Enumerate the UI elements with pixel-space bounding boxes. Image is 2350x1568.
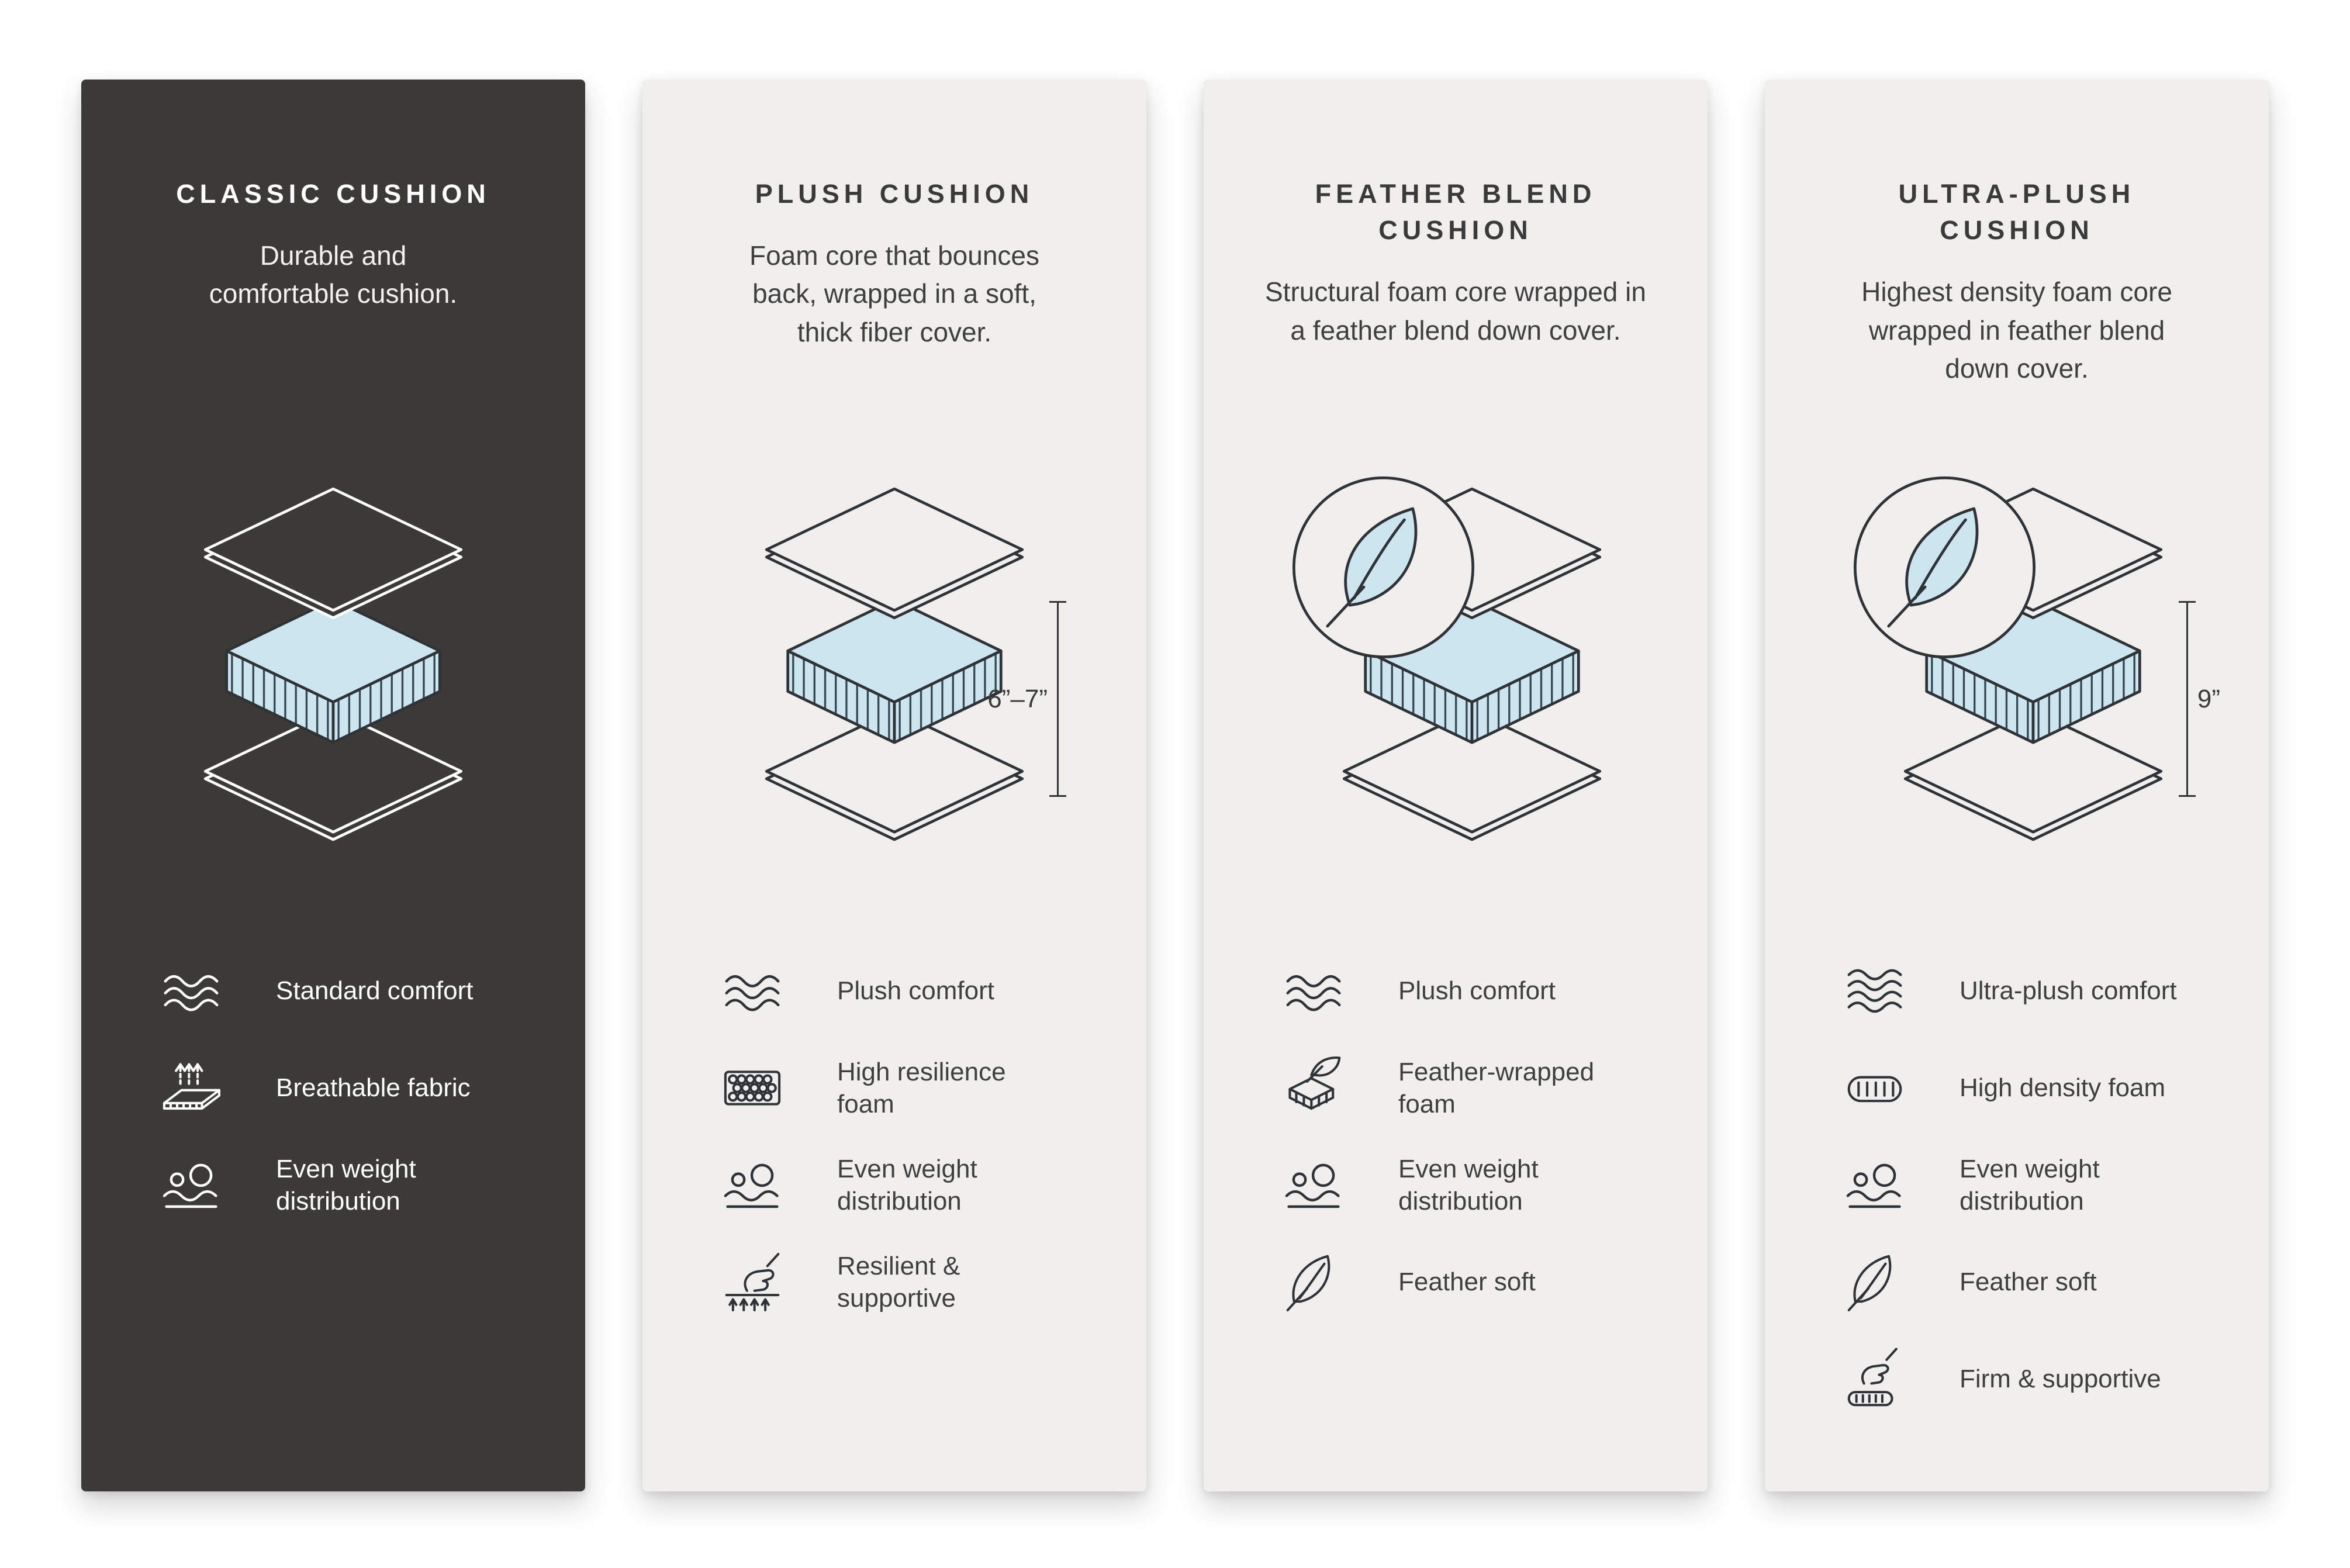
- feature-label: Firm & supportive: [1960, 1365, 2161, 1394]
- feature-item: Ultra-plush comfort: [1831, 956, 2237, 1025]
- panel-feather-blend-cushion: FEATHER BLEND CUSHION Structural foam co…: [1204, 80, 1708, 1491]
- panel-description: Foam core that bounces back, wrapped in …: [749, 240, 1040, 347]
- feather-badge-icon: [1285, 469, 1481, 665]
- breathable-fabric-icon: [147, 1054, 235, 1123]
- feature-item: Feather soft: [1831, 1248, 2237, 1317]
- measurement-label: 9”: [2197, 684, 2220, 713]
- feature-label: Plush comfort: [1398, 976, 1556, 1006]
- cushion-diagram: [113, 478, 553, 956]
- feature-label: High density foam: [1960, 1073, 2166, 1103]
- comparison-board: CLASSIC CUSHION Durable and comfortable …: [81, 80, 2269, 1491]
- weight-distribution-icon: [709, 1151, 796, 1220]
- feather-wrapped-foam-icon: [1270, 1054, 1357, 1123]
- height-measurement: 6”–7”: [987, 601, 1066, 797]
- comfort-wave-icon: [147, 956, 235, 1025]
- feature-item: Even weight distribution: [1270, 1151, 1675, 1220]
- feature-list: Standard comfort Breathable fabric Even …: [113, 956, 553, 1220]
- feature-label: Even weight distribution: [1960, 1154, 2100, 1215]
- firm-support-icon: [1831, 1345, 1919, 1414]
- feature-item: High resilience foam: [709, 1054, 1114, 1123]
- comfort-wave-icon: [1831, 956, 1919, 1025]
- measurement-label: 6”–7”: [987, 684, 1048, 713]
- panel-title: PLUSH CUSHION: [755, 179, 1034, 209]
- feature-item: Plush comfort: [709, 956, 1114, 1025]
- feature-label: Feather soft: [1960, 1267, 2097, 1297]
- foam-cells-icon: [709, 1054, 796, 1123]
- feature-item: High density foam: [1831, 1054, 2237, 1123]
- feature-item: Plush comfort: [1270, 956, 1675, 1025]
- panel-header: PLUSH CUSHION Foam core that bounces bac…: [675, 176, 1114, 454]
- feature-item: Breathable fabric: [147, 1054, 553, 1123]
- panel-header: ULTRA-PLUSH CUSHION Highest density foam…: [1797, 176, 2237, 454]
- panel-header: CLASSIC CUSHION Durable and comfortable …: [113, 176, 553, 454]
- weight-distribution-icon: [147, 1151, 235, 1220]
- high-density-foam-icon: [1831, 1054, 1919, 1123]
- panel-title: ULTRA-PLUSH CUSHION: [1898, 179, 2135, 246]
- feature-item: Feather soft: [1270, 1248, 1675, 1317]
- comfort-wave-icon: [709, 956, 796, 1025]
- feature-label: Even weight distribution: [276, 1154, 416, 1215]
- weight-distribution-icon: [1831, 1151, 1919, 1220]
- comfort-wave-icon: [1270, 956, 1357, 1025]
- panel-description: Highest density foam core wrapped in fea…: [1861, 277, 2172, 384]
- panel-description: Durable and comfortable cushion.: [209, 240, 458, 309]
- feature-label: Feather soft: [1398, 1267, 1536, 1297]
- feature-item: Even weight distribution: [147, 1151, 553, 1220]
- feather-badge-icon: [1847, 469, 2043, 665]
- measurement-line: [2178, 601, 2196, 797]
- cushion-diagram: 6”–7”: [675, 478, 1114, 956]
- feature-label: Breathable fabric: [276, 1073, 471, 1103]
- cushion-diagram: [1236, 478, 1675, 956]
- feature-list: Plush comfort Feather-wrapped foam Even …: [1236, 956, 1675, 1317]
- feature-label: Feather-wrapped foam: [1398, 1057, 1595, 1118]
- panel-plush-cushion: PLUSH CUSHION Foam core that bounces bac…: [642, 80, 1146, 1491]
- feather-icon: [1831, 1248, 1919, 1317]
- feature-list: Ultra-plush comfort High density foam Ev…: [1797, 956, 2237, 1414]
- panel-description: Structural foam core wrapped in a feathe…: [1265, 277, 1646, 346]
- weight-distribution-icon: [1270, 1151, 1357, 1220]
- panel-classic-cushion: CLASSIC CUSHION Durable and comfortable …: [81, 80, 585, 1491]
- feature-label: Resilient & supportive: [837, 1251, 960, 1313]
- feature-label: High resilience foam: [837, 1057, 1006, 1118]
- cushion-diagram: 9”: [1797, 478, 2237, 956]
- resilient-support-icon: [709, 1248, 796, 1317]
- feature-label: Ultra-plush comfort: [1960, 976, 2177, 1006]
- feature-item: Feather-wrapped foam: [1270, 1054, 1675, 1123]
- feather-icon: [1270, 1248, 1357, 1317]
- panel-title: FEATHER BLEND CUSHION: [1315, 179, 1596, 246]
- height-measurement: 9”: [2178, 601, 2220, 797]
- feature-label: Even weight distribution: [1398, 1154, 1539, 1215]
- measurement-line: [1049, 601, 1066, 797]
- panel-ultra-plush-cushion: ULTRA-PLUSH CUSHION Highest density foam…: [1765, 80, 2269, 1491]
- feature-label: Plush comfort: [837, 976, 994, 1006]
- panel-title: CLASSIC CUSHION: [176, 179, 490, 209]
- cushion-layers-illustration: [152, 478, 514, 851]
- feature-list: Plush comfort High resilience foam Even …: [675, 956, 1114, 1317]
- feature-item: Even weight distribution: [709, 1151, 1114, 1220]
- feature-label: Even weight distribution: [837, 1154, 977, 1215]
- feature-item: Even weight distribution: [1831, 1151, 2237, 1220]
- panel-header: FEATHER BLEND CUSHION Structural foam co…: [1236, 176, 1675, 454]
- feature-item: Standard comfort: [147, 956, 553, 1025]
- feature-item: Firm & supportive: [1831, 1345, 2237, 1414]
- feature-item: Resilient & supportive: [709, 1248, 1114, 1317]
- feature-label: Standard comfort: [276, 976, 474, 1006]
